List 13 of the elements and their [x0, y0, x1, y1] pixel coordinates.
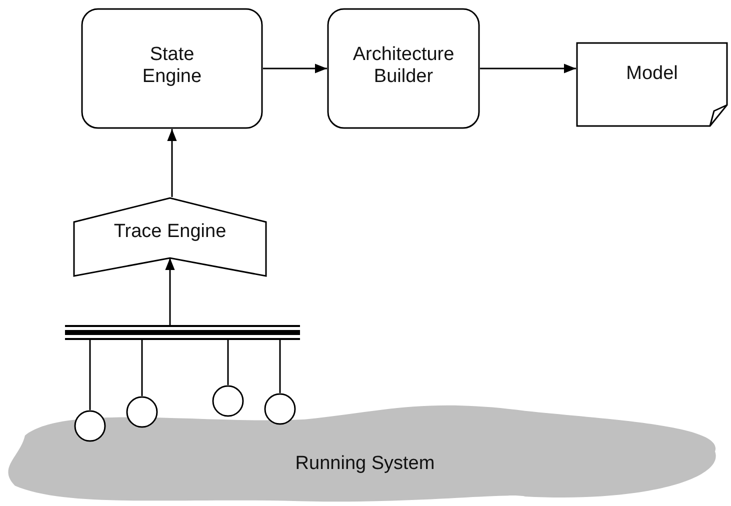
arrow [165, 258, 175, 325]
connector-line [141, 340, 143, 396]
node-label: Trace Engine [112, 220, 228, 244]
connector-line [89, 340, 91, 410]
node-label: Running System [295, 453, 435, 476]
connector-line [279, 340, 281, 393]
node-label: Model [625, 62, 679, 86]
arrow [263, 64, 327, 74]
node-label: Architecture Builder [352, 44, 456, 88]
arrow [480, 64, 576, 74]
arrow [167, 129, 177, 197]
connector-line [227, 340, 229, 385]
node-label: State Engine [141, 44, 203, 88]
